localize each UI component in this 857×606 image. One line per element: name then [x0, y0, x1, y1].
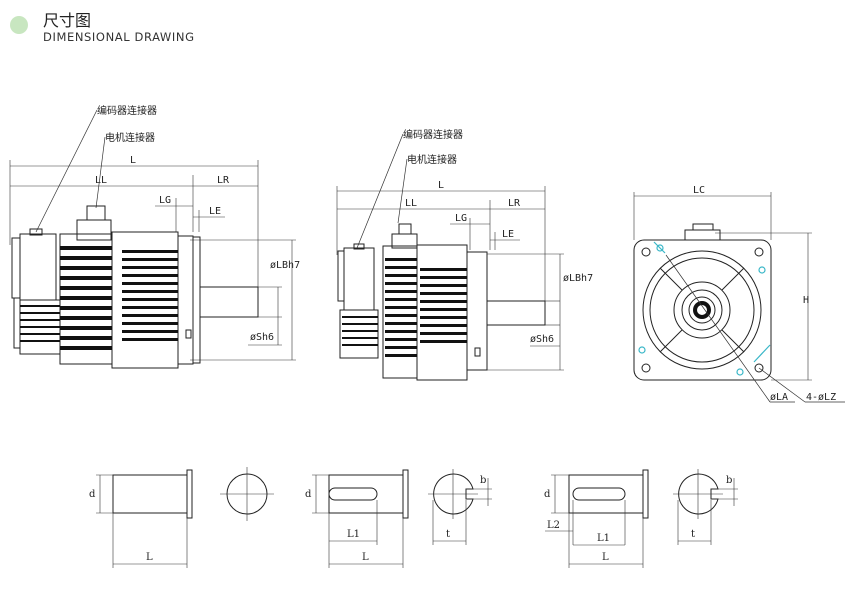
dim-L1-label: L1 [347, 529, 360, 540]
dim-d-label: d [89, 489, 96, 500]
dim-LL-label: LL [95, 175, 107, 186]
cooling-fins-left [20, 246, 178, 350]
shaft-detail-closed-keyway: d L2 L1 L b t [544, 469, 738, 568]
dim-b-label: b [480, 475, 486, 486]
dim-H-label: H [803, 295, 809, 306]
dim-LZ-label: 4-øLZ [806, 392, 836, 403]
front-view: LC H øLA 4-øLZ [633, 185, 845, 403]
motor-connector-label: 电机连接器 [105, 131, 155, 144]
encoder-connector-label: 编码器连接器 [403, 128, 463, 141]
dim-L1-label: L1 [597, 533, 610, 544]
dim-b-label: b [726, 475, 732, 486]
dim-L-label: L [130, 155, 136, 166]
dim-S-label: øSh6 [250, 332, 274, 343]
dim-LA-label: øLA [770, 392, 788, 403]
dim-d-label: d [544, 489, 551, 500]
dim-t-label: t [691, 529, 695, 540]
dim-LG-label: LG [159, 195, 171, 206]
dim-LR-label: LR [508, 198, 521, 209]
dim-d-label: d [305, 489, 312, 500]
dim-L2-label: L2 [547, 520, 560, 531]
dim-LE-label: LE [502, 229, 514, 240]
motor-connector-label: 电机连接器 [407, 153, 457, 166]
dim-t-label: t [446, 529, 450, 540]
dim-LE-label: LE [209, 206, 221, 217]
dim-LB-label: øLBh7 [270, 260, 300, 271]
cooling-fins-middle [342, 258, 467, 357]
dim-L-label: L [362, 552, 369, 563]
dim-L-label: L [602, 552, 609, 563]
section-subtitle: DIMENSIONAL DRAWING [43, 30, 195, 44]
side-view-middle: L LL LR LG LE øLBh7 øSh6 编码器连接器 电机连接器 [336, 128, 593, 381]
dim-L-label: L [438, 180, 444, 191]
shaft-detail-open-keyway: d L1 L b t [305, 469, 492, 568]
section-header: 尺寸图 DIMENSIONAL DRAWING [0, 0, 400, 50]
shaft-detail-plain: d L [89, 467, 274, 568]
dim-LB-label: øLBh7 [563, 273, 593, 284]
encoder-connector-label: 编码器连接器 [97, 104, 157, 117]
bullet-dot-icon [10, 16, 28, 34]
section-title: 尺寸图 [43, 11, 92, 30]
side-view-left: L LL LR LG LE øLBh7 øSh6 编码器连接器 电机连接器 [9, 104, 300, 369]
dim-LR-label: LR [217, 175, 230, 186]
dim-L-label: L [146, 552, 153, 563]
dim-S-label: øSh6 [530, 334, 554, 345]
dim-LC-label: LC [693, 185, 705, 196]
dim-LG-label: LG [455, 213, 467, 224]
dim-LL-label: LL [405, 198, 417, 209]
